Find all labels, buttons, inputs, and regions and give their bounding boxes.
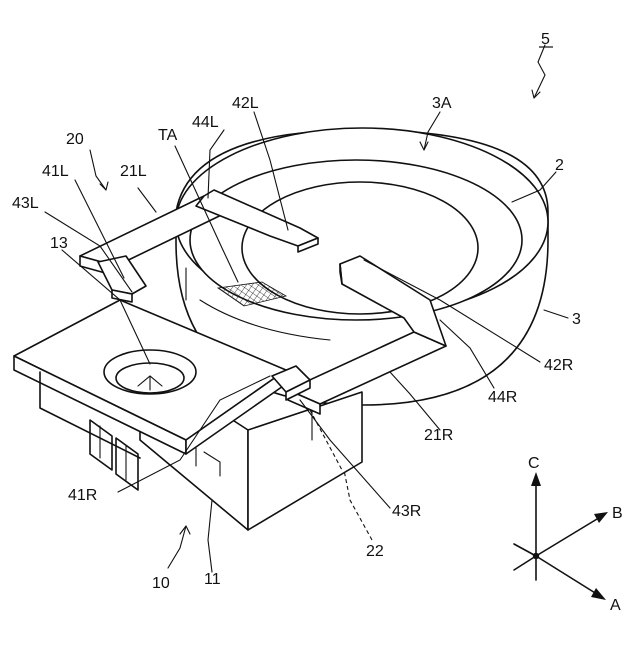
label-11: 11 [204, 571, 221, 588]
label-43r: 43R [392, 503, 421, 520]
label-5: 5 [541, 31, 550, 48]
axis-indicator: C B A [514, 455, 623, 614]
label-44r: 44R [488, 389, 517, 406]
label-44l: 44L [192, 114, 219, 131]
axis-label-b: B [612, 505, 623, 522]
label-3: 3 [572, 311, 581, 328]
label-3a: 3A [432, 95, 452, 112]
label-42l: 42L [232, 95, 259, 112]
arrow-c-icon [531, 472, 541, 486]
arrow-a-icon [591, 588, 606, 600]
label-2: 2 [555, 157, 564, 174]
axis-label-a: A [610, 597, 621, 614]
label-41l: 41L [42, 163, 69, 180]
arrow-b-icon [594, 512, 608, 523]
label-42r: 42R [544, 357, 573, 374]
label-10: 10 [152, 575, 170, 592]
label-ta: TA [158, 127, 178, 144]
label-22: 22 [366, 543, 384, 560]
label-20: 20 [66, 131, 84, 148]
axis-label-c: C [528, 455, 540, 472]
label-13: 13 [50, 235, 68, 252]
label-43l: 43L [12, 195, 39, 212]
label-21l: 21L [120, 163, 147, 180]
label-21r: 21R [424, 427, 453, 444]
label-41r: 41R [68, 487, 97, 504]
